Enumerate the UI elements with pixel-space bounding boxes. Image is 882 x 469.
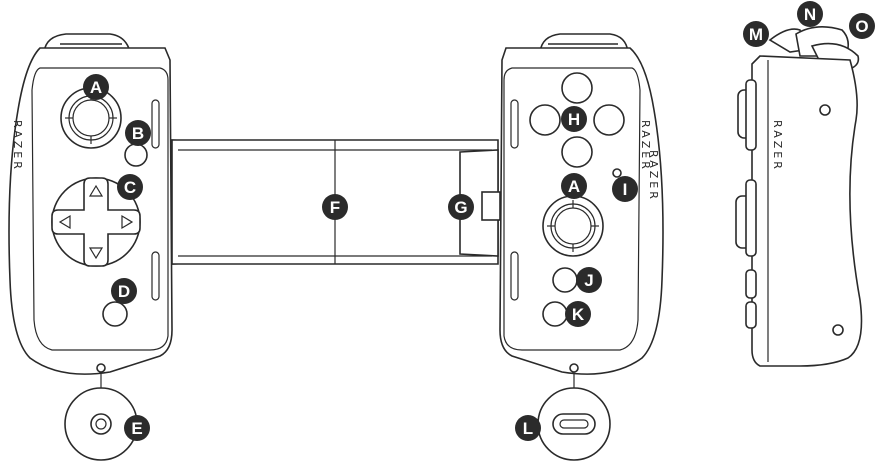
- left-faceplate: [31, 67, 169, 351]
- side-hole-bottom: [832, 324, 844, 336]
- callout-b: B: [125, 120, 151, 146]
- svg-text:I: I: [623, 180, 628, 199]
- right-port-pin: [569, 363, 579, 373]
- audio-jack-inner: [95, 418, 107, 430]
- callout-o: O: [849, 13, 875, 39]
- left-brand: RAZER: [11, 120, 24, 172]
- svg-text:E: E: [131, 419, 142, 438]
- side-button-column-bottom: [745, 179, 757, 257]
- callout-e: E: [124, 415, 150, 441]
- side-button-k: [745, 301, 757, 329]
- svg-text:L: L: [523, 419, 533, 438]
- left-upper-slot: [151, 99, 160, 149]
- callout-m: M: [743, 21, 769, 47]
- right-brand-lower: RAZER: [647, 150, 660, 202]
- callout-n: N: [797, 1, 823, 27]
- svg-text:D: D: [118, 282, 130, 301]
- usb-c-connector: [481, 191, 501, 221]
- svg-text:A: A: [568, 177, 580, 196]
- svg-text:B: B: [132, 124, 144, 143]
- callout-c: C: [117, 174, 143, 200]
- right-controller: RAZER RAZER: [499, 33, 664, 461]
- right-indicator-light: [612, 168, 622, 178]
- svg-text:O: O: [855, 17, 868, 36]
- svg-text:G: G: [454, 198, 467, 217]
- svg-text:J: J: [584, 271, 593, 290]
- callout-g: G: [448, 194, 474, 220]
- side-button-column-top: [745, 79, 757, 151]
- usb-c-port-inner: [559, 419, 589, 429]
- right-upper-slot: [510, 99, 519, 149]
- svg-text:N: N: [804, 5, 816, 24]
- svg-text:C: C: [124, 178, 136, 197]
- audio-jack-outer: [90, 413, 112, 435]
- side-brand: RAZER: [771, 120, 784, 172]
- left-port-pin: [96, 363, 106, 373]
- right-lower-slot: [510, 251, 519, 301]
- left-button-b: [124, 143, 148, 167]
- right-face-buttons: [529, 72, 625, 168]
- callout-k: K: [565, 301, 591, 327]
- svg-text:K: K: [572, 305, 585, 324]
- callout-a-right: A: [561, 173, 587, 199]
- callout-f: F: [322, 194, 348, 220]
- left-dpad: [51, 177, 141, 267]
- callout-l: L: [515, 415, 541, 441]
- left-button-d: [102, 301, 128, 327]
- svg-text:A: A: [90, 78, 102, 97]
- callout-j: J: [576, 267, 602, 293]
- side-body: [751, 55, 863, 367]
- side-button-j: [745, 269, 757, 299]
- right-brand-upper: RAZER: [639, 120, 652, 172]
- callout-a-left: A: [83, 74, 109, 100]
- right-faceplate: [503, 67, 641, 351]
- callout-h: H: [561, 106, 587, 132]
- usb-c-port-outer: [552, 413, 596, 435]
- side-hole-top: [819, 104, 831, 116]
- callout-i: I: [612, 176, 638, 202]
- right-button-k: [542, 301, 568, 327]
- callout-d: D: [111, 278, 137, 304]
- bridge-right-clamp: [459, 149, 499, 257]
- svg-text:M: M: [749, 25, 763, 44]
- side-view-controller: RAZER: [735, 26, 863, 367]
- svg-text:H: H: [568, 110, 580, 129]
- svg-text:F: F: [330, 198, 340, 217]
- right-thumbstick: [542, 195, 604, 257]
- right-button-j: [552, 267, 578, 293]
- left-lower-slot: [151, 251, 160, 301]
